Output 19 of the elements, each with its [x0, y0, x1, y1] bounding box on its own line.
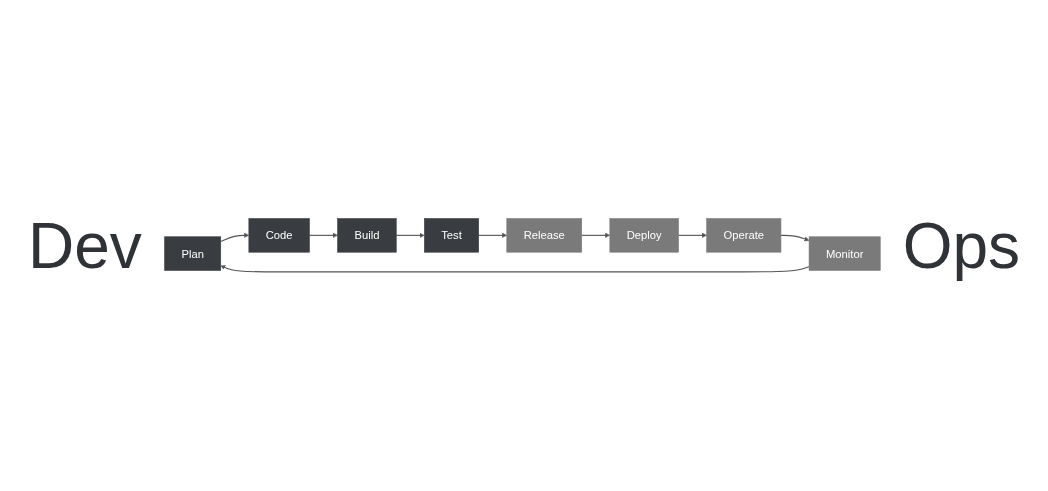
node-box	[609, 218, 679, 253]
node-box	[506, 218, 582, 253]
arrow	[308, 233, 338, 239]
node-box	[248, 218, 310, 253]
node-box	[423, 218, 479, 253]
arrow	[477, 233, 507, 239]
flowchart: Plan Code Build Test Release Deploy Operate Monitor	[159, 214, 885, 277]
node-box	[337, 218, 397, 253]
arrow	[780, 235, 810, 242]
node-box	[164, 236, 221, 272]
node-box	[808, 236, 881, 272]
dev-label: Dev	[27, 208, 143, 283]
arrow	[395, 233, 425, 239]
ops-label: Ops	[901, 208, 1021, 283]
arrow	[677, 233, 707, 239]
arrow	[220, 265, 810, 273]
arrow	[581, 233, 610, 239]
arrow	[220, 233, 249, 243]
node-box	[706, 218, 782, 253]
